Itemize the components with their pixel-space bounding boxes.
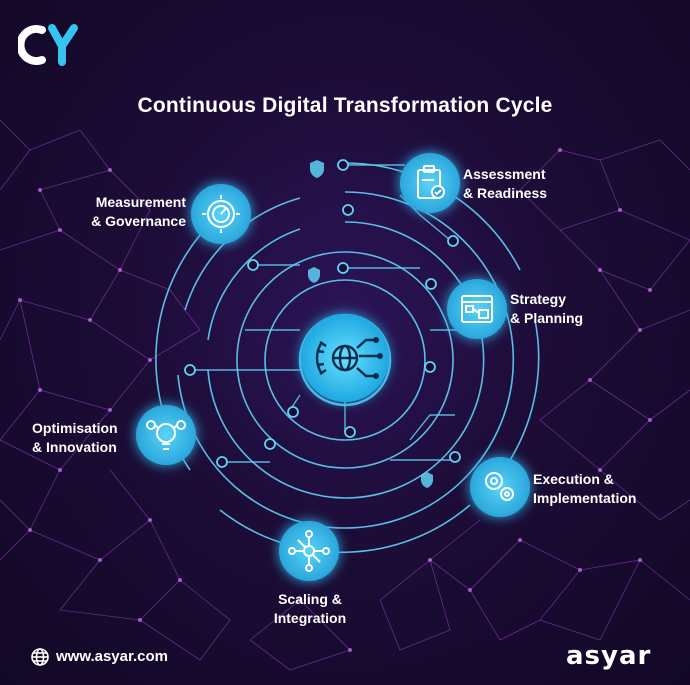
label-measurement-line2: & Governance xyxy=(91,213,186,229)
label-measurement-line1: Measurement xyxy=(95,194,186,210)
stage-node-measurement xyxy=(191,184,251,244)
label-execution-line2: Implementation xyxy=(533,490,637,506)
brand-logo-text: asyar xyxy=(566,641,652,671)
stage-node-scaling xyxy=(279,521,339,581)
stage-node-strategy xyxy=(447,279,507,339)
label-scaling-line1: Scaling & xyxy=(278,591,342,607)
label-strategy: Strategy & Planning xyxy=(510,290,583,328)
label-assessment: Assessment & Readiness xyxy=(463,165,547,203)
label-scaling: Scaling & Integration xyxy=(250,590,370,628)
cy-logo xyxy=(18,24,78,66)
label-execution: Execution & Implementation xyxy=(533,470,636,508)
label-optimisation-line1: Optimisation xyxy=(32,420,118,436)
page-title: Continuous Digital Transformation Cycle xyxy=(137,94,553,117)
label-measurement: Measurement & Governance xyxy=(60,193,186,231)
globe-icon xyxy=(31,648,49,666)
label-execution-line1: Execution & xyxy=(533,471,614,487)
stage-node-assessment xyxy=(400,153,460,213)
label-assessment-line2: & Readiness xyxy=(463,185,548,201)
label-assessment-line1: Assessment xyxy=(463,166,546,182)
stage-node-execution xyxy=(470,457,530,517)
label-optimisation-line2: & Innovation xyxy=(32,439,117,455)
label-strategy-line2: & Planning xyxy=(510,310,584,326)
label-scaling-line2: Integration xyxy=(273,610,347,626)
label-strategy-line1: Strategy xyxy=(510,291,567,307)
website-link[interactable]: www.asyar.com xyxy=(56,648,169,665)
center-hub xyxy=(301,314,389,402)
label-optimisation: Optimisation & Innovation xyxy=(32,419,118,457)
stage-node-optimisation xyxy=(136,405,196,465)
